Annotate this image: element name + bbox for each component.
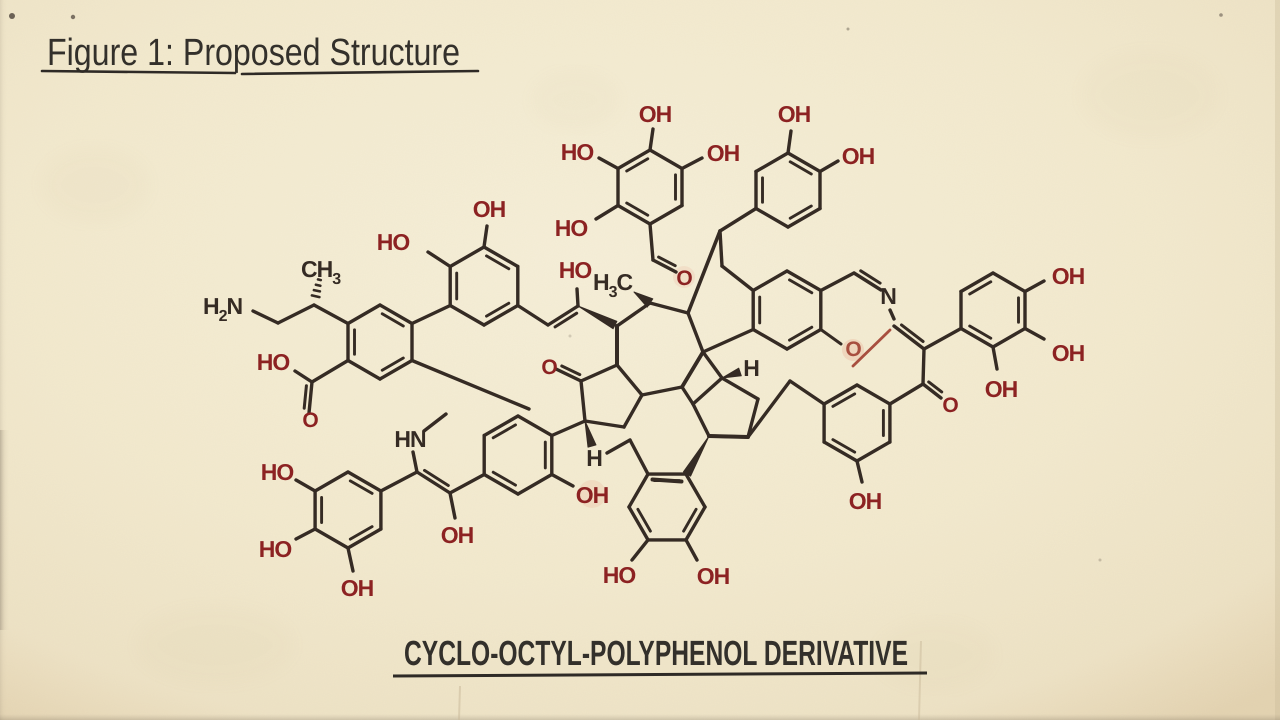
svg-text:OH: OH [849, 488, 882, 514]
svg-text:O: O [302, 409, 318, 432]
svg-text:OH: OH [441, 522, 474, 548]
svg-text:HO: HO [257, 349, 290, 375]
svg-text:O: O [942, 394, 958, 417]
svg-text:HN: HN [394, 426, 426, 452]
svg-text:H: H [743, 355, 759, 381]
svg-text:OH: OH [341, 575, 374, 601]
svg-text:CH3: CH3 [301, 256, 341, 288]
svg-text:CYCLO-OCTYL-POLYPHENOL DERIVAT: CYCLO-OCTYL-POLYPHENOL DERIVATIVE [404, 634, 908, 673]
svg-text:H3C: H3C [593, 269, 633, 301]
svg-text:HO: HO [559, 257, 592, 283]
svg-text:OH: OH [1052, 340, 1085, 366]
svg-text:HO: HO [561, 139, 594, 165]
svg-text:HO: HO [555, 215, 588, 241]
svg-text:OH: OH [473, 196, 506, 222]
svg-text:OH: OH [842, 143, 875, 169]
svg-text:HO: HO [377, 229, 410, 255]
svg-text:OH: OH [1052, 263, 1085, 289]
svg-text:H2N: H2N [203, 293, 243, 325]
svg-text:HO: HO [603, 562, 636, 588]
svg-text:OH: OH [778, 101, 811, 127]
svg-text:N: N [880, 283, 896, 309]
svg-text:O: O [541, 356, 557, 379]
svg-text:HO: HO [259, 536, 292, 562]
svg-text:O: O [845, 338, 861, 361]
svg-text:OH: OH [985, 376, 1018, 402]
svg-text:H: H [586, 445, 602, 471]
svg-text:Figure 1: Proposed Structure: Figure 1: Proposed Structure [47, 32, 460, 74]
svg-text:O: O [676, 267, 692, 290]
svg-text:OH: OH [576, 482, 609, 508]
svg-text:OH: OH [697, 563, 730, 589]
svg-text:OH: OH [707, 140, 740, 166]
svg-text:HO: HO [261, 459, 294, 485]
svg-text:OH: OH [639, 101, 672, 127]
